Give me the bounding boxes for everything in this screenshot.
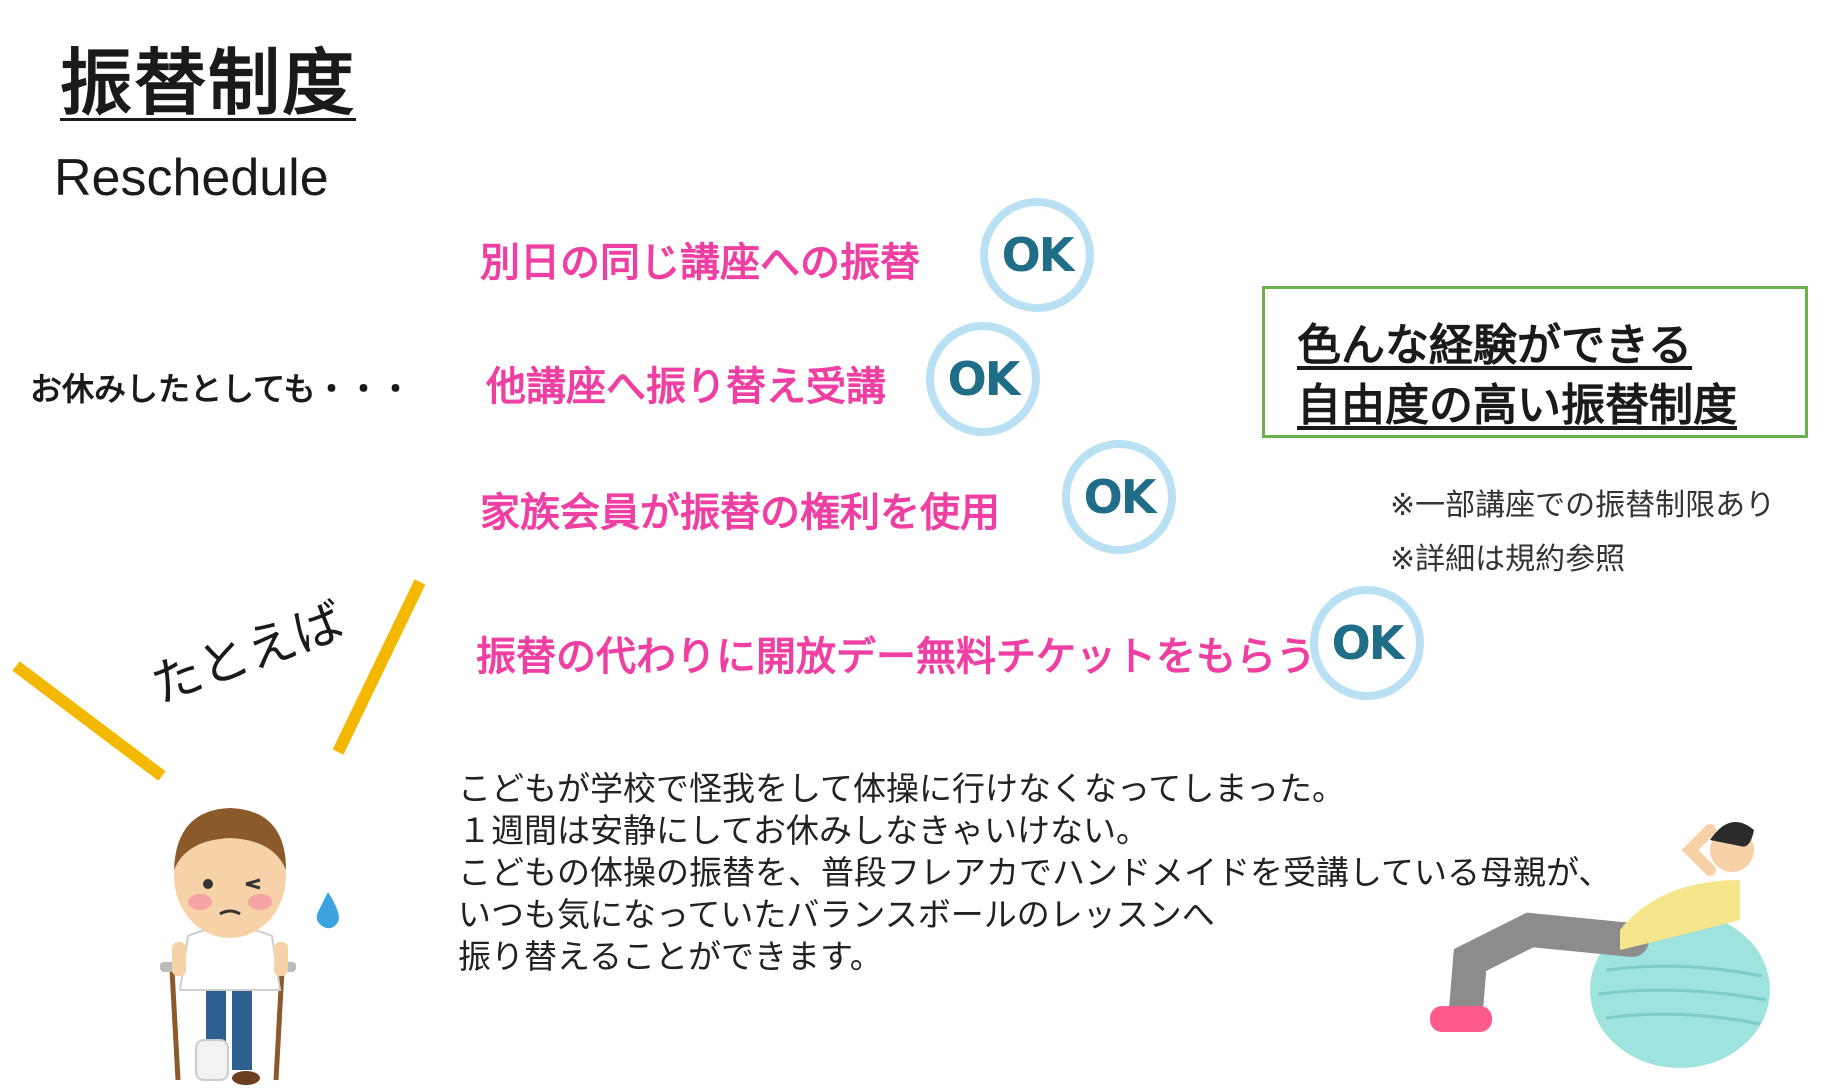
note-details: ※詳細は規約参照 [1390,542,1626,577]
emphasis-lines [12,579,426,781]
ok-badge: OK [1062,440,1176,554]
highlight-line-2: 自由度の高い振替制度 [1297,380,1737,431]
lead-text: お休みしたとしても・・・ [30,370,412,408]
story-line-4: いつも気になっていたバランスボールのレッスンへ [458,895,1215,934]
ok-badge: OK [926,322,1040,436]
story-line-2: １週間は安静にしてお休みしなきゃいけない。 [458,811,1150,850]
story-line-1: こどもが学校で怪我をして体操に行けなくなってしまった。 [458,769,1346,808]
highlight-box: 色んな経験ができる 自由度の高い振替制度 [1262,286,1808,438]
sweat-drop-icon [316,892,339,929]
note-restriction: ※一部講座での振替制限あり [1390,488,1776,523]
option-family-member: 家族会員が振替の権利を使用 [480,490,1000,536]
story-line-5: 振り替えることができます。 [458,937,883,976]
option-same-course-other-day: 別日の同じ講座への振替 [480,240,920,286]
page-subtitle: Reschedule [54,149,329,207]
page-title: 振替制度 [60,41,357,125]
burst-line-right [332,579,426,755]
highlight-line-1: 色んな経験ができる [1297,320,1693,371]
ok-badge: OK [1310,586,1424,700]
story-line-3: こどもの体操の振替を、普段フレアカでハンドメイドを受講している母親が、 [458,853,1612,892]
burst-line-left [12,661,166,781]
option-other-course: 他講座へ振り替え受講 [486,364,886,410]
injured-boy-illustration [160,808,296,1085]
balance-ball-woman-illustration [1430,822,1770,1068]
option-free-ticket: 振替の代わりに開放デー無料チケットをもらう [476,634,1316,680]
ok-badge: OK [980,198,1094,312]
